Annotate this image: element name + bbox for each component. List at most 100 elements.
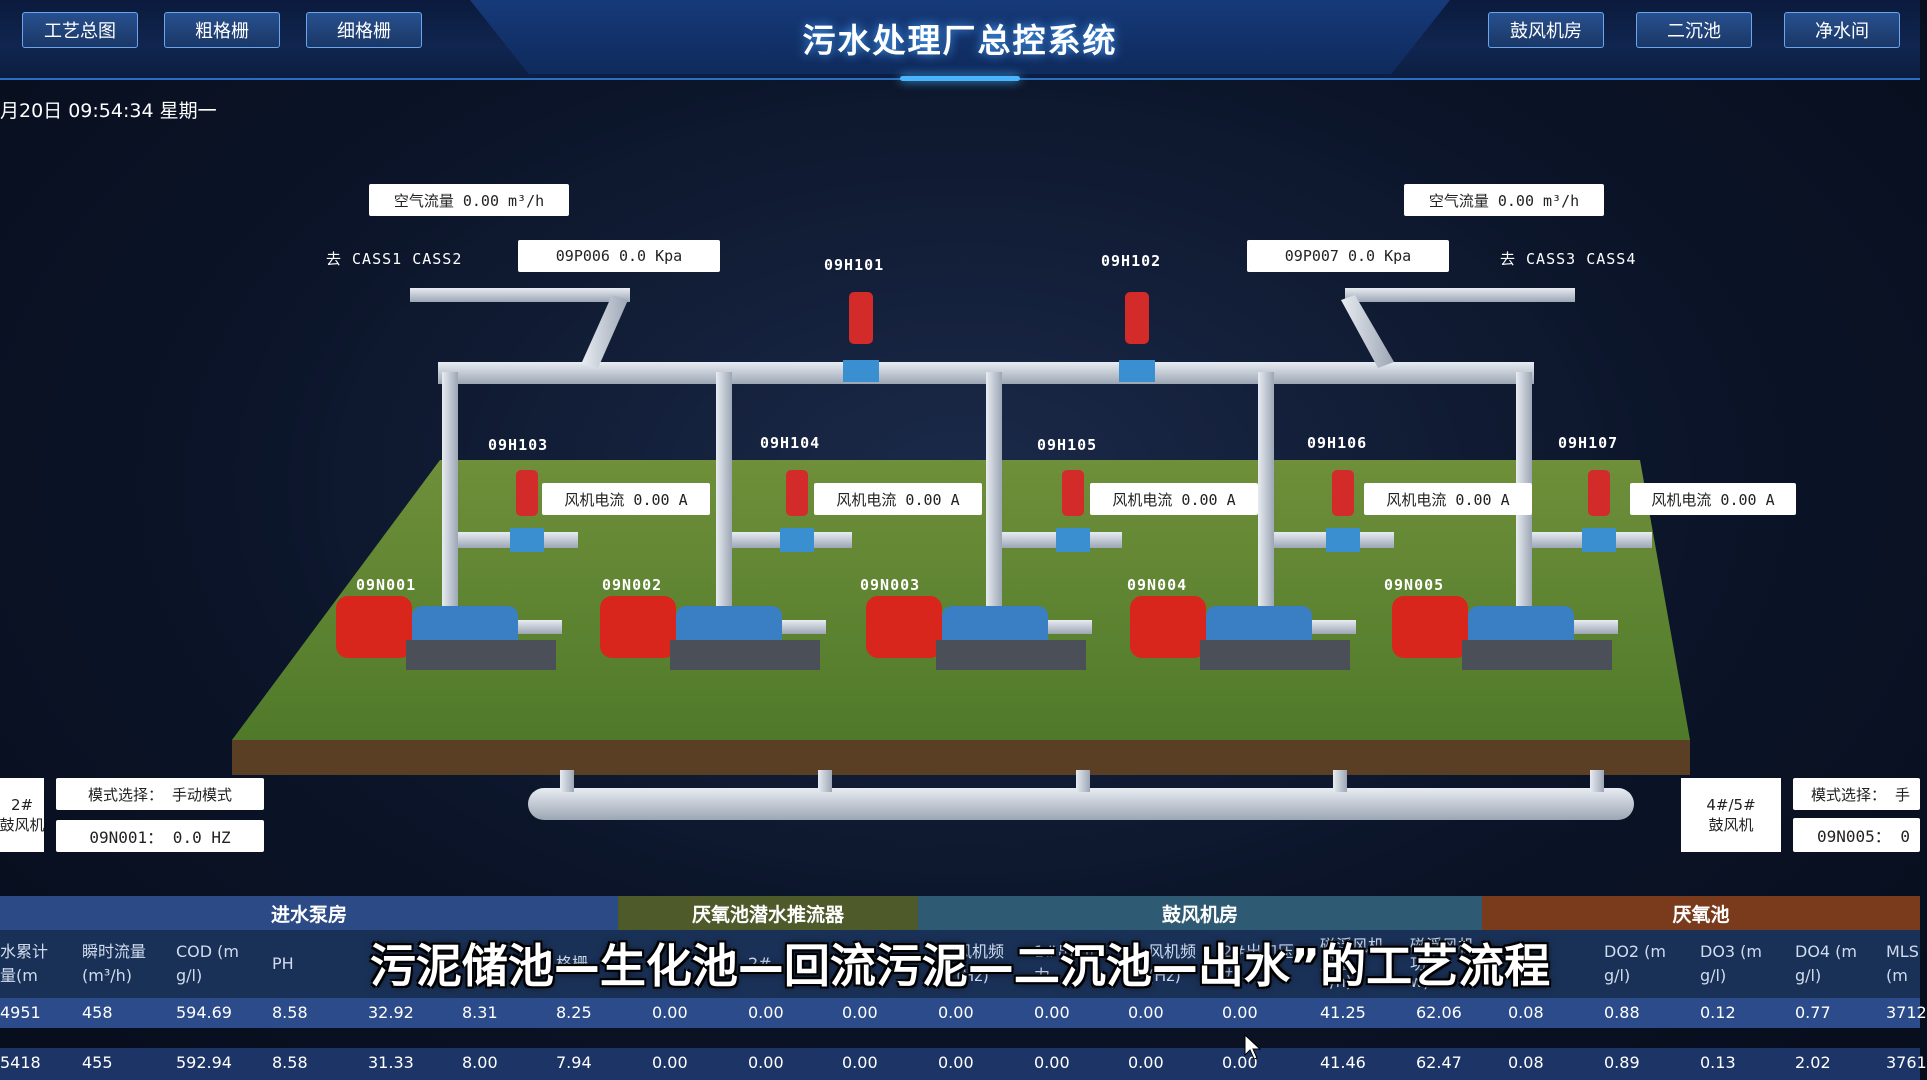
- blower-tag-09N005: 09N005: [1384, 576, 1445, 594]
- cell: 458: [82, 1003, 113, 1022]
- cell: 0.00: [842, 1003, 878, 1022]
- cell: 8.25: [556, 1003, 592, 1022]
- fan-current-09H104: 风机电流 0.00 A: [814, 483, 982, 515]
- table-header: 水累计 量(m 瞬时流量 (m³/h) COD (m g/l) PH 格栅 2#…: [0, 930, 1920, 998]
- th-fan-freq-2: 风机频 (Hz): [1148, 942, 1197, 985]
- blower-tag-09N001: 09N001: [356, 576, 417, 594]
- datetime: 月20日 09:54:34 星期一: [0, 100, 217, 122]
- cell: 0.08: [1508, 1053, 1544, 1072]
- band-intake-pump[interactable]: 进水泵房: [0, 896, 618, 930]
- valve-tag-09H101: 09H101: [824, 256, 885, 274]
- cell: 0.00: [652, 1053, 688, 1072]
- bottom-header-pipe: [528, 788, 1634, 820]
- cell: 0.08: [1508, 1003, 1544, 1022]
- cell: 0.00: [748, 1053, 784, 1072]
- cell: 0.12: [1700, 1003, 1736, 1022]
- nav-clean-water[interactable]: 净水间: [1784, 12, 1900, 48]
- dest-right: 去 CASS3 CASS4: [1500, 250, 1637, 268]
- cell: 8.31: [462, 1003, 498, 1022]
- cell: 592.94: [176, 1053, 232, 1072]
- valve-tag-09H106: 09H106: [1307, 434, 1368, 452]
- blower-tag-09N002: 09N002: [602, 576, 663, 594]
- mouse-cursor-icon: [1244, 1033, 1262, 1060]
- cell: 8.00: [462, 1053, 498, 1072]
- nav-fine-screen[interactable]: 细格栅: [306, 12, 422, 48]
- cell: 0.77: [1795, 1003, 1831, 1022]
- nav-blower-room[interactable]: 鼓风机房: [1488, 12, 1604, 48]
- blower-tag-09N003: 09N003: [860, 576, 921, 594]
- th-maglev-power: 磁浮风机 功率 w): [1410, 936, 1475, 991]
- cell: 0.00: [938, 1003, 974, 1022]
- th-do3: DO3 (m g/l): [1700, 942, 1763, 985]
- cell: 41.46: [1320, 1053, 1366, 1072]
- title-plate: [470, 0, 1450, 74]
- band-blower-room[interactable]: 鼓风机房: [918, 896, 1482, 930]
- cell: 0.13: [1700, 1053, 1736, 1072]
- th-maglev-airflow: 磁浮风机 风量 3/h): [1320, 936, 1385, 991]
- cell: 455: [82, 1053, 113, 1072]
- blower-09N001: [336, 596, 562, 670]
- cell: 0.00: [1222, 1003, 1258, 1022]
- th-outlet-pressure-1: 1#出口压 力: [1034, 942, 1106, 985]
- left-blower-label: 2# 鼓风机: [0, 778, 45, 852]
- cell: 0.00: [938, 1053, 974, 1072]
- table-row[interactable]: 4951 458 594.69 8.58 32.92 8.31 8.25 0.0…: [0, 998, 1927, 1028]
- pressure-left: 09P006 0.0 Kpa: [518, 240, 720, 272]
- cell: 2.02: [1795, 1053, 1831, 1072]
- valve-tag-09H103: 09H103: [488, 436, 549, 454]
- platform-edge: [232, 740, 1690, 775]
- th-2: 2#: [748, 954, 772, 973]
- blower-tag-09N004: 09N004: [1127, 576, 1188, 594]
- cell: 31.33: [368, 1053, 414, 1072]
- fan-current-09H103: 风机电流 0.00 A: [542, 483, 710, 515]
- th-ph: PH: [272, 954, 294, 973]
- page-title: 污水处理厂总控系统: [802, 21, 1118, 60]
- right-frequency: 09N005： 0: [1793, 818, 1920, 852]
- th-fan-freq-1: 风机频 (Hz): [956, 942, 1005, 985]
- right-mode-select[interactable]: 模式选择： 手: [1793, 778, 1920, 810]
- cell: 41.25: [1320, 1003, 1366, 1022]
- fan-current-09H107: 风机电流 0.00 A: [1630, 483, 1796, 515]
- cell: 8.58: [272, 1003, 308, 1022]
- cell: 0.00: [1128, 1053, 1164, 1072]
- valve-09H102: [1119, 292, 1155, 382]
- table-row[interactable]: 5418 455 592.94 8.58 31.33 8.00 7.94 0.0…: [0, 1048, 1927, 1080]
- th-do4: DO4 (m g/l): [1795, 942, 1858, 985]
- cell: 62.47: [1416, 1053, 1462, 1072]
- th-outlet-pressure-2: 2#出口压 力: [1222, 942, 1294, 985]
- band-anaerobic-tank[interactable]: 厌氧池: [1482, 896, 1920, 930]
- th-do2: DO2 (m g/l): [1604, 942, 1667, 985]
- nav-secondary-clarifier[interactable]: 二沉池: [1636, 12, 1752, 48]
- video-subtitle: 污泥储池—生化池—回流污泥—二沉池—出水”的工艺流程: [369, 939, 1551, 993]
- cell: 5418: [0, 1053, 41, 1072]
- cell: 0.89: [1604, 1053, 1640, 1072]
- nav-coarse-screen[interactable]: 粗格栅: [164, 12, 280, 48]
- blower-09N004: [1130, 596, 1356, 670]
- dest-left: 去 CASS1 CASS2: [326, 250, 463, 268]
- blower-09N005: [1392, 596, 1618, 670]
- cell: 62.06: [1416, 1003, 1462, 1022]
- nav-process-overview[interactable]: 工艺总图: [22, 12, 138, 48]
- left-mode-select[interactable]: 模式选择： 手动模式: [56, 778, 264, 810]
- valve-tag-09H104: 09H104: [760, 434, 821, 452]
- title-glow: [900, 76, 1020, 81]
- th-instant-flow: 瞬时流量 (m³/h): [82, 942, 147, 985]
- band-anoxic-mixer[interactable]: 厌氧池潜水推流器: [618, 896, 918, 930]
- cell: 594.69: [176, 1003, 232, 1022]
- cell: 0.00: [1034, 1053, 1070, 1072]
- cell: 8.58: [272, 1053, 308, 1072]
- th-mlss: MLS (m: [1886, 942, 1919, 985]
- valve-tag-09H107: 09H107: [1558, 434, 1619, 452]
- cell: 4951: [0, 1003, 41, 1022]
- cell: 0.00: [652, 1003, 688, 1022]
- air-flow-right: 空气流量 0.00 m³/h: [1404, 184, 1604, 216]
- valve-09H101: [843, 292, 879, 382]
- valve-tag-09H105: 09H105: [1037, 436, 1098, 454]
- cell: 0.00: [1128, 1003, 1164, 1022]
- th-cod: COD (m g/l): [176, 942, 239, 985]
- blower-09N003: [866, 596, 1092, 670]
- cell: 3761: [1886, 1053, 1927, 1072]
- pressure-right: 09P007 0.0 Kpa: [1247, 240, 1449, 272]
- cell: 32.92: [368, 1003, 414, 1022]
- cell: 0.88: [1604, 1003, 1640, 1022]
